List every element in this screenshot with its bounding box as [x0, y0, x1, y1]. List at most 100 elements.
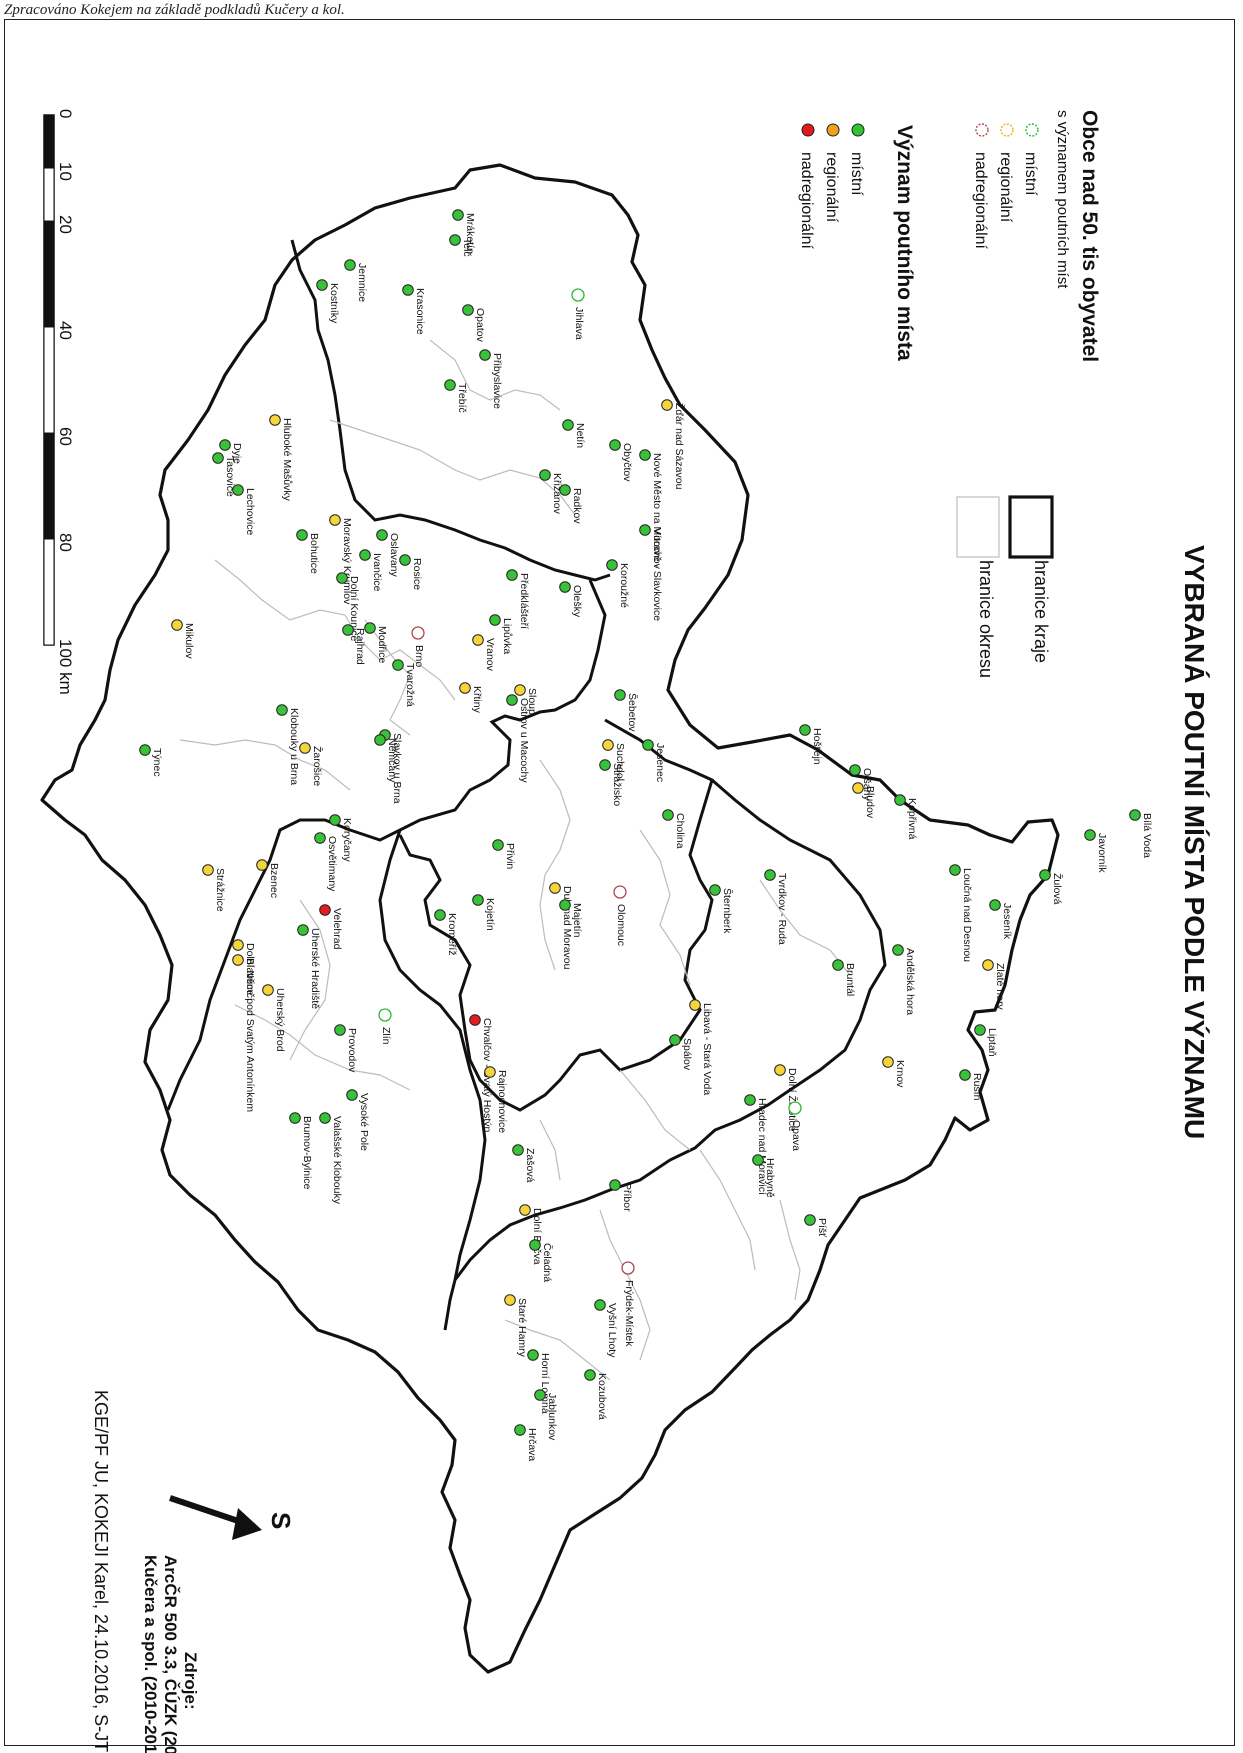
place-dot	[506, 569, 518, 581]
place-marker: Hrabyně	[752, 1154, 776, 1198]
place-marker: Rosice	[399, 554, 423, 590]
place-marker: Javorník	[1084, 829, 1108, 873]
district-line	[179, 739, 351, 791]
place-label: Sloup	[526, 688, 538, 715]
place-label: Křtiny	[471, 686, 483, 714]
place-dot	[329, 814, 341, 826]
place-dot	[559, 899, 571, 911]
place-dot	[519, 1204, 531, 1216]
place-marker: Olšany	[849, 764, 873, 801]
place-dot	[472, 894, 484, 906]
city-ring	[571, 288, 585, 302]
place-label: Uherský Brod	[274, 988, 286, 1052]
place-marker: Brumov-Bylnice	[289, 1112, 313, 1190]
header-note: Zpracováno Kokejem na základě podkladů K…	[4, 2, 345, 18]
region-border-vysocina	[290, 239, 611, 582]
city-legend-ring	[975, 123, 989, 137]
city-marker: Olomouc	[613, 885, 627, 946]
place-marker: Bruntál	[832, 959, 856, 996]
place-dot	[642, 739, 654, 751]
place-marker: Čeladná	[529, 1239, 554, 1282]
place-marker: Koroužné	[606, 559, 630, 608]
place-marker: Třebíč	[444, 379, 468, 413]
city-legend-label: regionální	[997, 152, 1014, 223]
place-dot	[359, 549, 371, 561]
place-marker: Liptaň	[974, 1024, 998, 1057]
place-marker: Nové Město na Moravě - Slavkovice	[639, 449, 663, 621]
place-marker: Bludov	[852, 782, 876, 819]
place-dot	[764, 869, 776, 881]
place-dot	[376, 529, 388, 541]
city-label: Brno	[413, 645, 425, 667]
place-dot	[232, 484, 244, 496]
city-legend-item: regionální	[997, 123, 1014, 223]
city-ring	[411, 626, 425, 640]
place-marker: Suchdol	[602, 739, 626, 781]
place-marker: Žulová	[1039, 869, 1064, 905]
place-dot	[202, 864, 214, 876]
scale-tick-label: 60	[56, 427, 75, 446]
place-dot	[459, 682, 471, 694]
place-label: Rajhrad	[354, 628, 366, 665]
place-dot	[974, 1024, 986, 1036]
place-marker: Blatnice pod Svatým Antonínkem	[232, 954, 256, 1112]
place-label: Bludov	[864, 786, 876, 819]
place-label: Lechovice	[244, 488, 256, 535]
place-marker: Vranov	[472, 634, 496, 672]
place-dot	[606, 559, 618, 571]
place-marker: Provodov	[334, 1024, 358, 1073]
place-marker: Tvrdkov - Ruda	[764, 869, 788, 945]
place-marker: Mikulov	[171, 619, 195, 659]
place-label: Modřice	[376, 626, 388, 664]
place-dot	[1129, 809, 1141, 821]
place-dot	[484, 1066, 496, 1078]
place-dot	[344, 259, 356, 271]
place-marker: Hošťejn	[799, 724, 823, 765]
district-line	[234, 1004, 411, 1091]
place-dot	[374, 734, 386, 746]
place-dot	[469, 1014, 481, 1026]
place-label: Bílá Voda	[1141, 813, 1153, 858]
place-dot	[256, 859, 268, 871]
place-label: Cholina	[674, 813, 686, 849]
place-dot	[269, 414, 281, 426]
place-label: Kopřivná	[906, 798, 918, 840]
place-marker: Radkov	[559, 484, 583, 524]
city-legend-label: místní	[1022, 152, 1039, 196]
region-border-zlin	[378, 829, 487, 1281]
scale-tick-label: 0	[56, 109, 75, 118]
place-label: Staré Hamry	[516, 1298, 528, 1358]
place-label: Stražisko	[611, 763, 623, 806]
place-marker: Uherský Brod	[262, 984, 286, 1052]
place-dot	[559, 581, 571, 593]
place-label: Kostníky	[328, 283, 340, 324]
place-dot	[662, 809, 674, 821]
place-label: Mikulov	[183, 623, 195, 659]
place-marker: Hrčava	[514, 1424, 538, 1461]
place-label: Dolní Němčí	[244, 943, 256, 1001]
significance-legend-item: regionální	[823, 123, 840, 223]
scale-tick-label: 80	[56, 533, 75, 552]
significance-legend-dot	[801, 123, 815, 137]
region-outline	[40, 163, 1060, 1674]
scale-segment	[43, 167, 55, 222]
place-marker: Rajhrad	[342, 624, 366, 665]
place-dot	[346, 1089, 358, 1101]
district-line	[364, 619, 411, 736]
place-label: Andělská hora	[904, 948, 916, 1015]
place-marker: Vyšní Lhoty	[594, 1299, 618, 1358]
place-dot	[297, 924, 309, 936]
place-marker: Křižanov	[539, 469, 563, 515]
place-dot	[514, 684, 526, 696]
place-label: Tvrdkov - Ruda	[776, 873, 788, 945]
place-marker: Dub nad Moravou	[549, 882, 573, 970]
place-marker: Spálov	[669, 1034, 693, 1071]
place-dot	[709, 884, 721, 896]
place-label: Bohutice	[308, 533, 320, 574]
place-dot	[661, 399, 673, 411]
place-marker: Bohutice	[296, 529, 320, 574]
place-marker: Kostníky	[316, 279, 340, 324]
credit: KGE/PF JU, KOKEJI Karel, 24.10.2016, S-J…	[91, 1390, 111, 1753]
city-legend-subtitle: s významem poutních míst	[1054, 110, 1071, 289]
